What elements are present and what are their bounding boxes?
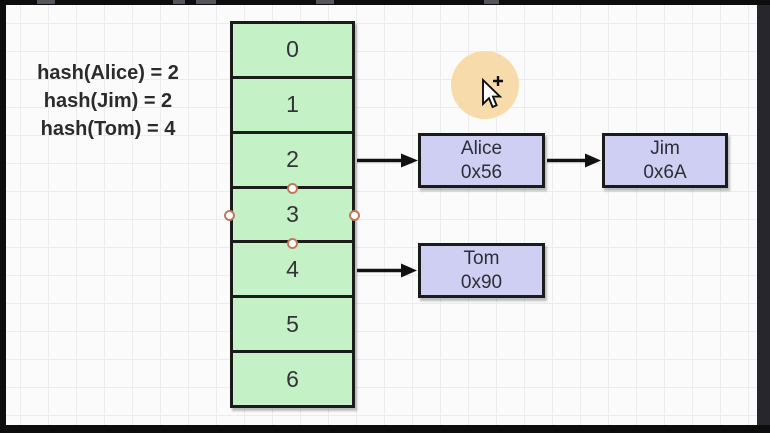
bucket-0[interactable]: 0 [233,24,352,76]
top-bar-artifact [37,0,55,4]
hash-bucket-array[interactable]: 0 1 2 3 4 5 6 [230,21,355,408]
left-letterbox-strip [0,0,6,433]
node-jim-name: Jim [650,137,680,159]
arrow-alice-to-jim[interactable] [547,153,601,168]
selection-handle-top[interactable] [287,183,298,194]
bucket-4[interactable]: 4 [233,240,352,296]
node-alice-name: Alice [460,137,503,159]
hash-line-jim: hash(Jim) = 2 [43,90,173,112]
arrow-bucket2-to-alice[interactable] [357,153,418,168]
node-tom[interactable]: Tom 0x90 [418,243,545,298]
bucket-5[interactable]: 5 [233,295,352,351]
top-bar-artifact [316,0,334,4]
hash-line-tom: hash(Tom) = 4 [40,118,176,140]
selection-handle-bottom[interactable] [287,238,298,249]
bottom-letterbox-bar [0,425,770,433]
top-bar-artifact [196,0,216,4]
top-bar-artifact [484,0,499,4]
node-tom-address: 0x90 [460,271,503,293]
right-letterbox-strip [757,0,770,433]
bucket-1[interactable]: 1 [233,75,352,131]
node-tom-name: Tom [463,247,500,269]
node-alice-address: 0x56 [460,161,503,183]
node-alice[interactable]: Alice 0x56 [418,133,545,188]
bucket-6[interactable]: 6 [233,350,352,406]
bucket-2[interactable]: 2 [233,130,352,186]
top-letterbox-bar [0,0,770,5]
top-bar-artifact [173,0,185,4]
selection-handle-right[interactable] [349,210,360,221]
node-jim[interactable]: Jim 0x6A [602,133,728,188]
hash-annotation[interactable]: hash(Alice) = 2 hash(Jim) = 2 hash(Tom) … [10,59,206,143]
node-jim-address: 0x6A [643,161,687,183]
arrow-bucket4-to-tom[interactable] [357,263,417,278]
hash-line-alice: hash(Alice) = 2 [37,62,179,84]
selection-handle-left[interactable] [224,210,235,221]
cursor-copy-icon [482,76,503,109]
